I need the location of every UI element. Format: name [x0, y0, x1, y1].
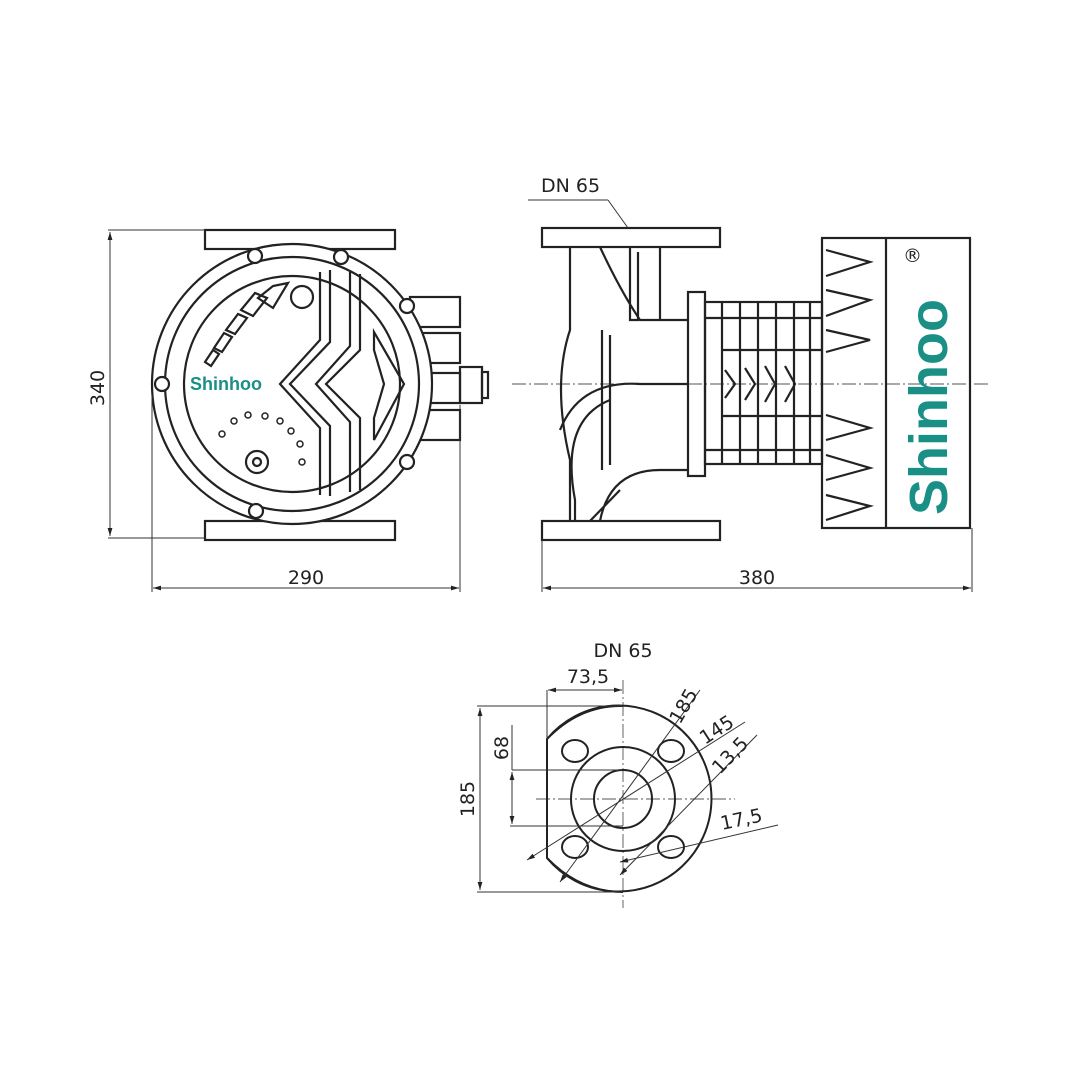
- registered-mark: ®: [903, 245, 922, 267]
- side-view: Shinhoo ® DN 65 380: [512, 175, 990, 592]
- slot-length-label: 17,5: [718, 805, 764, 835]
- bolt-circles: [153, 247, 416, 520]
- flange-view: 73,5 DN 65 185 68 185 145 13,5 17,5: [457, 640, 779, 908]
- flange-offset-label: 73,5: [567, 666, 609, 688]
- flange-title: DN 65: [593, 640, 652, 662]
- front-height-label: 340: [87, 370, 109, 406]
- front-logo: Shinhoo: [190, 374, 262, 394]
- flange-height-label: 185: [457, 781, 479, 817]
- side-logo: Shinhoo: [899, 299, 959, 515]
- flange-inner-height-label: 68: [491, 736, 513, 760]
- motor-ribs: [703, 300, 824, 466]
- front-width-label: 290: [288, 567, 324, 589]
- side-length-label: 380: [739, 567, 775, 589]
- front-view: Shinhoo 340 290: [87, 228, 490, 592]
- side-connection-label: DN 65: [541, 175, 600, 197]
